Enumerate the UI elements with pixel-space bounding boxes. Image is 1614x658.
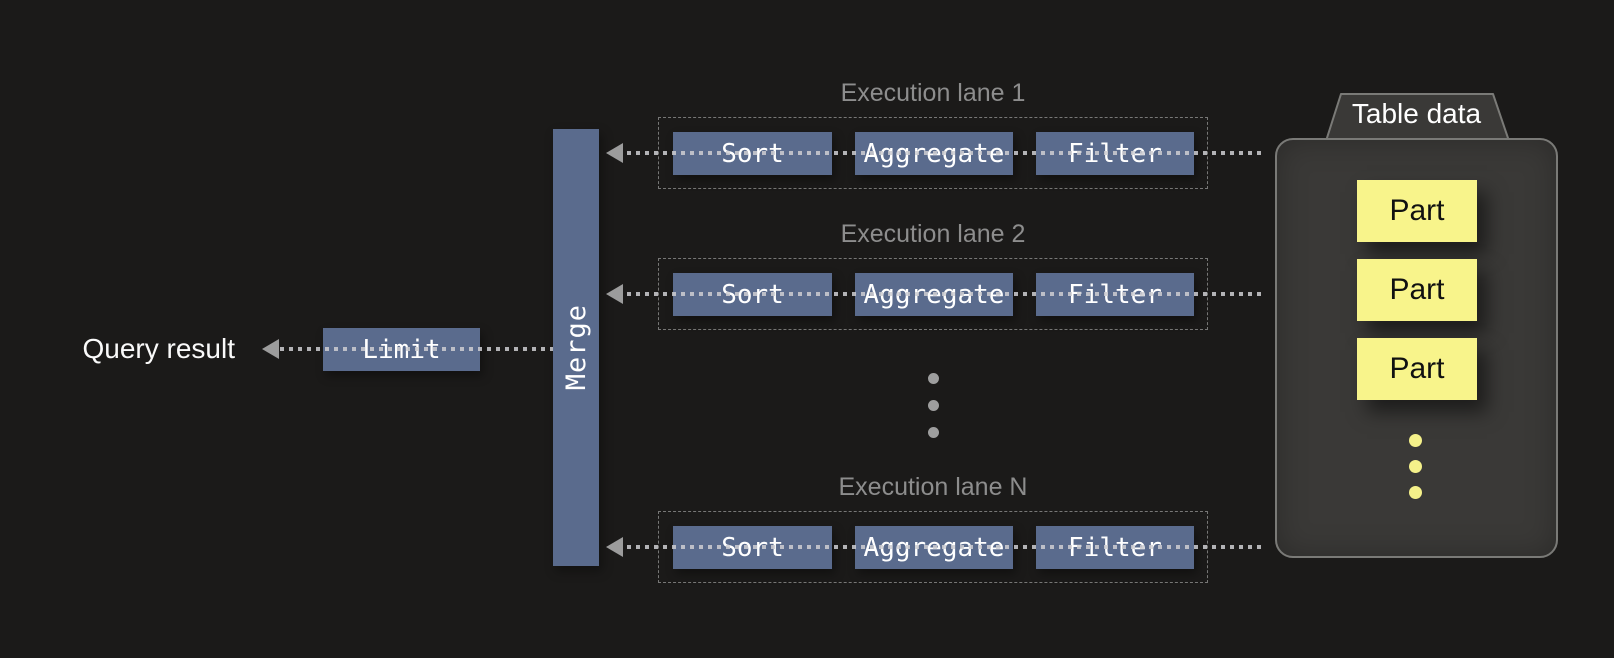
lane-title: Execution lane N — [838, 473, 1028, 501]
part-block: Part — [1357, 338, 1477, 400]
part-block: Part — [1357, 180, 1477, 242]
dotted-connector — [627, 292, 1262, 296]
table-data-container: Table data Part Part Part — [1275, 92, 1558, 560]
part-block-label: Part — [1389, 352, 1445, 385]
dotted-connector — [627, 151, 1262, 155]
table-data-tab-shape — [1325, 93, 1510, 142]
merge-node-label: Merge — [560, 304, 592, 391]
dotted-connector — [280, 347, 553, 351]
dotted-connector — [627, 545, 1262, 549]
arrow-left-icon — [262, 339, 279, 359]
part-block-label: Part — [1389, 273, 1445, 306]
query-result-label: Query result — [82, 333, 236, 364]
lane-title: Execution lane 1 — [840, 79, 1026, 107]
arrow-left-icon — [606, 537, 623, 557]
arrow-left-icon — [606, 284, 623, 304]
part-block: Part — [1357, 259, 1477, 321]
arrow-left-icon — [606, 143, 623, 163]
table-data-title: Table data — [1351, 98, 1482, 129]
lane-title: Execution lane 2 — [840, 220, 1026, 248]
part-block-label: Part — [1389, 194, 1445, 227]
merge-node: Merge — [553, 129, 599, 566]
